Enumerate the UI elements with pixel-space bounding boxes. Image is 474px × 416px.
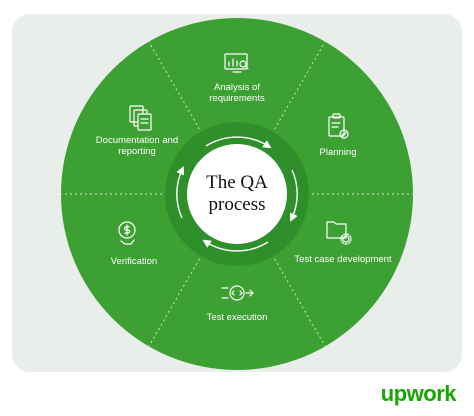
cycle-arrow-right [289,169,298,222]
stage-label-planning: Planning [319,147,357,158]
stage-label-execution: Test execution [206,312,268,323]
stage-label-verification: Verification [110,256,158,267]
chart-screen-icon [224,53,249,73]
diagram-title: The QA process [206,172,268,215]
cycle-arrow-top [205,136,272,149]
code-arrow-icon [221,285,254,301]
upwork-logo: upwork [380,381,457,406]
center-circle [187,144,287,244]
stage-label-documentation: Documentation and reporting [95,135,179,157]
documents-icon [129,105,152,131]
stage-label-test-case: Test case development [294,254,392,265]
cycle-arrow-bottom [202,239,269,252]
cycle-arrows [176,136,298,252]
sector-dividers [61,41,413,347]
cycle-arrow-left [176,166,185,219]
folder-gear-icon [326,221,352,245]
clipboard-check-icon [328,113,349,139]
coin-hand-icon [118,221,136,245]
stage-label-analysis: Analysis of requirements [209,82,265,104]
